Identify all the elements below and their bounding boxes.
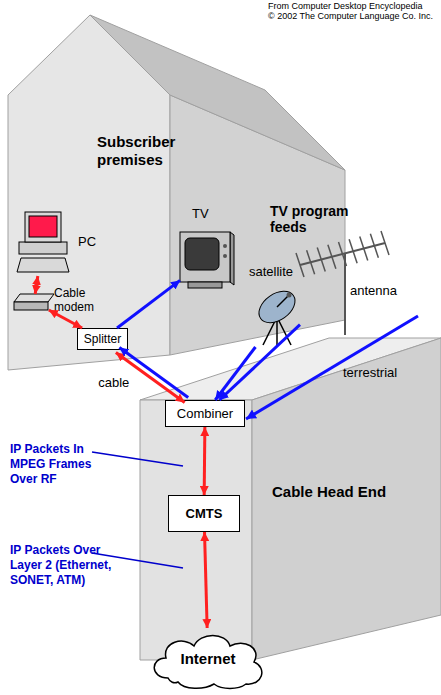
dish-arm	[277, 295, 289, 307]
antenna-element	[296, 253, 304, 277]
antenna-element	[349, 239, 357, 263]
node-text: Cable modem	[54, 286, 104, 314]
tv-base	[188, 282, 222, 288]
edge-label: cable	[98, 375, 129, 390]
antenna-element	[328, 245, 336, 269]
antenna-icon: antenna	[300, 235, 385, 335]
tv-icon: TV	[180, 232, 234, 288]
node-text: satellite	[249, 264, 293, 280]
cmts-box: CMTS	[168, 495, 240, 532]
node-text: Cable Head End	[272, 483, 386, 501]
tv-side	[230, 232, 234, 285]
dish-feed	[287, 293, 292, 298]
head-end-building: Cable Head End CombinerCMTS	[140, 330, 441, 662]
node-text: Combiner	[177, 406, 233, 422]
pc-icon: PC	[15, 212, 70, 276]
tv-knob	[223, 244, 227, 248]
combiner-box: Combiner	[165, 400, 245, 427]
splitter-box: Splitter	[77, 328, 128, 350]
dish-reflector	[253, 285, 301, 329]
building-wall	[140, 400, 252, 660]
tv-cabinet	[180, 232, 230, 282]
node-text: Subscriber premises	[97, 133, 192, 169]
copyright-text: © 2002 The Computer Language Co. Inc.	[268, 11, 433, 22]
node-text: PC	[78, 234, 96, 250]
node-text: antenna	[350, 283, 397, 299]
pc-monitor	[25, 212, 61, 242]
tv-screen	[185, 238, 219, 270]
antenna-element	[360, 237, 368, 261]
node-text: Internet	[180, 650, 235, 668]
antenna-element	[381, 231, 389, 255]
house-wall	[170, 95, 345, 355]
modem-top	[14, 294, 54, 302]
tv-knob	[223, 254, 227, 258]
node-text: CMTS	[186, 506, 223, 522]
cable-modem-icon: Cable modem	[14, 294, 54, 310]
house-building: Subscriber premisesPC Cable modem TV Splitt…	[8, 12, 348, 372]
house-building-shape	[8, 12, 348, 372]
cable-modem-icon-shape	[14, 294, 54, 310]
antenna-element	[307, 250, 315, 274]
building-wall	[252, 338, 441, 660]
antenna-element	[370, 234, 378, 258]
node-text: TV	[192, 206, 209, 222]
protocol-note: IP Packets In MPEG Frames Over RF	[10, 442, 110, 487]
house-roof	[90, 15, 345, 170]
cloud-outline	[154, 636, 262, 689]
satellite-dish-shape	[255, 285, 303, 347]
protocol-note: IP Packets Over Layer 2 (Ethernet, SONET…	[10, 543, 128, 588]
modem-front	[14, 302, 48, 310]
tv-icon-shape	[180, 232, 234, 288]
credit-text: From Computer Desktop Encyclopedia	[268, 1, 423, 12]
internet-cloud: Internet	[148, 628, 268, 690]
pc-screen	[29, 216, 57, 237]
satellite-dish: satellite	[255, 285, 303, 347]
pc-icon-shape	[15, 212, 70, 276]
antenna-element	[317, 248, 325, 272]
antenna-boom	[300, 243, 385, 265]
pc-case	[19, 242, 67, 254]
node-text: Splitter	[84, 332, 121, 346]
pc-keyboard	[17, 258, 69, 272]
antenna-element	[339, 242, 347, 266]
